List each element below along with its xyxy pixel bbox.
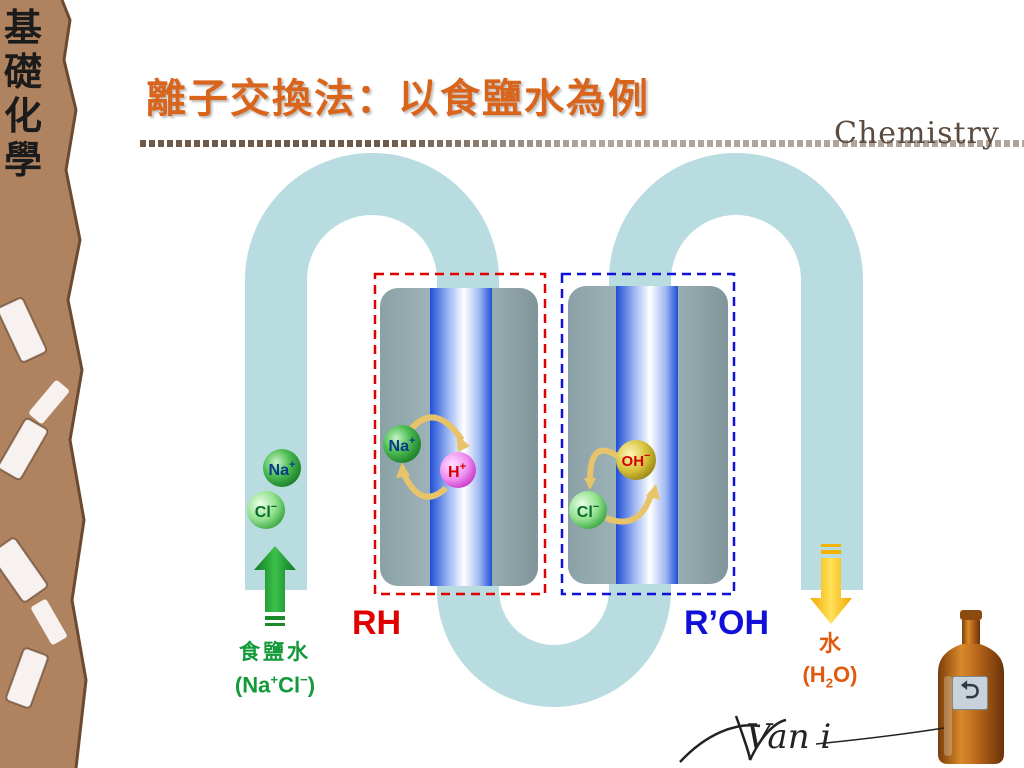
column-rh-core	[430, 288, 492, 586]
arrowhead	[396, 462, 410, 478]
column-roh-resin	[568, 286, 728, 584]
arrowhead	[456, 434, 470, 452]
ion-cl-input-label: Cl−	[255, 501, 277, 521]
arrowhead	[646, 484, 660, 500]
brand-wordmark: Chemistry	[834, 116, 1000, 151]
ion-oh-col2-label: OH−	[622, 450, 651, 470]
output-formula: (H2O)	[802, 662, 858, 691]
exchange-arrow-top-rh	[409, 414, 465, 442]
return-icon: ⮌	[960, 675, 980, 704]
sidebar-title: 基 礎 化 學	[0, 6, 46, 182]
output-label: 水 (H2O)	[780, 626, 880, 690]
column-roh-label: R’OH	[684, 604, 769, 642]
column-rh-label: RH	[352, 604, 402, 642]
sidebar-char: 礎	[3, 49, 42, 94]
output-arrow	[810, 544, 852, 624]
column-rh-resin	[380, 288, 538, 586]
exchange-arrow-top-roh	[587, 447, 622, 481]
input-formula: (Na+Cl−)	[234, 672, 316, 698]
input-name: 食鹽水	[239, 639, 311, 664]
sidebar-char: 基	[3, 5, 42, 50]
ion-h-col1-label: H+	[448, 461, 466, 481]
ion-cl-input	[247, 491, 285, 529]
input-arrow	[254, 546, 296, 626]
ion-na-input-label: Na+	[269, 459, 296, 479]
ion-na-col1	[383, 425, 421, 463]
ion-oh-col2	[616, 440, 656, 480]
signature-text: Van i	[746, 717, 831, 757]
column-roh-border	[560, 272, 736, 596]
flow-pipe	[245, 153, 863, 707]
ion-na-input	[263, 449, 301, 487]
input-label: 食鹽水 (Na+Cl−)	[200, 636, 350, 698]
sidebar-char: 學	[3, 137, 42, 182]
signature-logo: Van i	[679, 715, 945, 763]
ion-cl-col2-label: Cl−	[577, 501, 599, 521]
column-roh-core	[616, 286, 678, 584]
arrowhead	[584, 478, 596, 490]
ion-cl-col2	[569, 491, 607, 529]
sidebar-background	[0, 0, 92, 768]
exchange-arrow-bottom-rh	[399, 468, 449, 500]
ion-h-col1	[440, 452, 476, 488]
page-title: 離子交換法：以食鹽水為例	[146, 75, 650, 122]
column-rh-border	[373, 272, 547, 596]
sidebar-char: 化	[3, 93, 42, 138]
ion-na-col1-label: Na+	[389, 435, 416, 455]
output-name: 水	[818, 631, 841, 657]
exchange-arrow-bottom-roh	[604, 491, 655, 525]
header-dotted-rule	[140, 139, 1024, 149]
sidebar-decoration: 基 礎 化 學	[0, 0, 92, 768]
return-button[interactable]: ⮌	[952, 676, 988, 710]
